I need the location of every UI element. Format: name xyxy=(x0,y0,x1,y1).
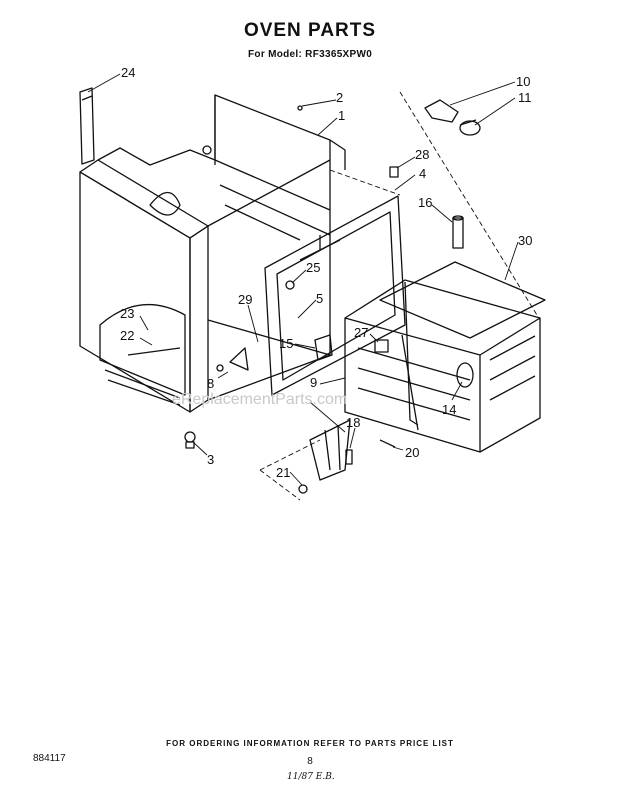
callout-4: 4 xyxy=(419,166,426,181)
callout-15: 15 xyxy=(279,336,293,351)
cabinet-body xyxy=(79,94,346,413)
thermostat-knob xyxy=(424,99,481,136)
handwritten-note: 11/87 E.B. xyxy=(287,772,335,782)
bracket-27 xyxy=(374,339,389,353)
callout-1: 1 xyxy=(338,108,345,123)
callout-20: 20 xyxy=(405,445,419,460)
screw-28 xyxy=(389,166,399,178)
screw-2 xyxy=(297,105,303,111)
callout-8: 8 xyxy=(207,376,214,391)
screw-8 xyxy=(216,364,224,372)
bracket-8 xyxy=(229,347,249,371)
callout-11: 11 xyxy=(518,90,532,105)
callout-16: 16 xyxy=(418,195,432,210)
ordering-note: FOR ORDERING INFORMATION REFER TO PARTS … xyxy=(166,739,454,748)
callout-24: 24 xyxy=(121,65,135,80)
leveling-leg-base xyxy=(185,441,195,449)
leveling-leg xyxy=(184,431,196,443)
spring-22 xyxy=(127,347,181,356)
callout-23: 23 xyxy=(120,306,134,321)
front-frame xyxy=(264,195,406,396)
page-number: 8 xyxy=(307,756,313,767)
screw-25 xyxy=(285,280,295,290)
callout-3: 3 xyxy=(207,452,214,467)
callout-14: 14 xyxy=(442,402,456,417)
callout-25: 25 xyxy=(306,260,320,275)
document-number: 884117 xyxy=(33,753,66,764)
side-panel xyxy=(79,87,95,165)
callout-30: 30 xyxy=(518,233,532,248)
callout-2: 2 xyxy=(336,90,343,105)
watermark: eReplacementParts.com xyxy=(172,391,347,408)
igniter-cylinder xyxy=(452,217,464,249)
callout-10: 10 xyxy=(516,74,530,89)
page-title: OVEN PARTS xyxy=(243,20,377,41)
bracket-15 xyxy=(314,334,333,361)
callout-18: 18 xyxy=(346,415,360,430)
igniter-cylinder-top xyxy=(452,215,464,221)
callout-5: 5 xyxy=(316,291,323,306)
callout-9: 9 xyxy=(310,375,317,390)
callout-22: 22 xyxy=(120,328,134,343)
callout-27: 27 xyxy=(354,325,368,340)
callout-29: 29 xyxy=(238,292,252,307)
model-subtitle: For Model: RF3365XPW0 xyxy=(248,49,373,60)
callout-21: 21 xyxy=(276,465,290,480)
oven-cavity xyxy=(344,261,546,453)
callout-28: 28 xyxy=(415,147,429,162)
burner-bracket-assembly xyxy=(298,419,396,494)
